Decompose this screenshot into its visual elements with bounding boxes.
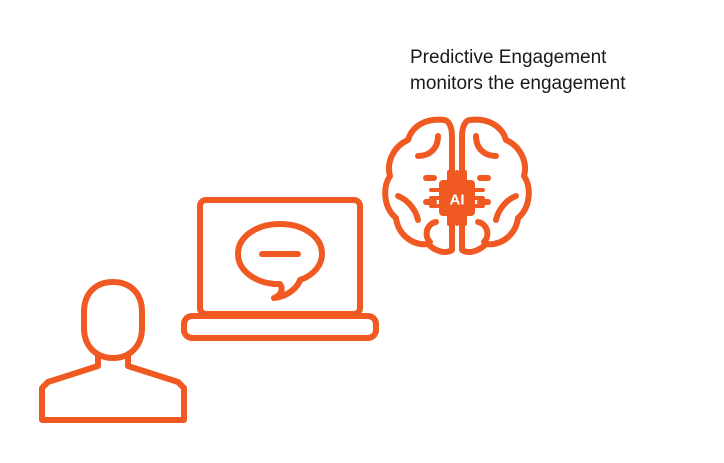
caption-line-1: Predictive Engagement — [410, 47, 607, 68]
caption-line-2: monitors the engagement — [410, 73, 626, 94]
chat-bubble-icon — [235, 221, 325, 301]
brain-icon — [382, 116, 532, 255]
user-icon — [39, 279, 187, 423]
laptop-icon — [181, 197, 379, 341]
caption: Predictive Engagement monitors the engag… — [410, 45, 625, 97]
ai-chip-icon: AI — [429, 170, 485, 226]
ai-chip-label: AI — [450, 192, 465, 209]
